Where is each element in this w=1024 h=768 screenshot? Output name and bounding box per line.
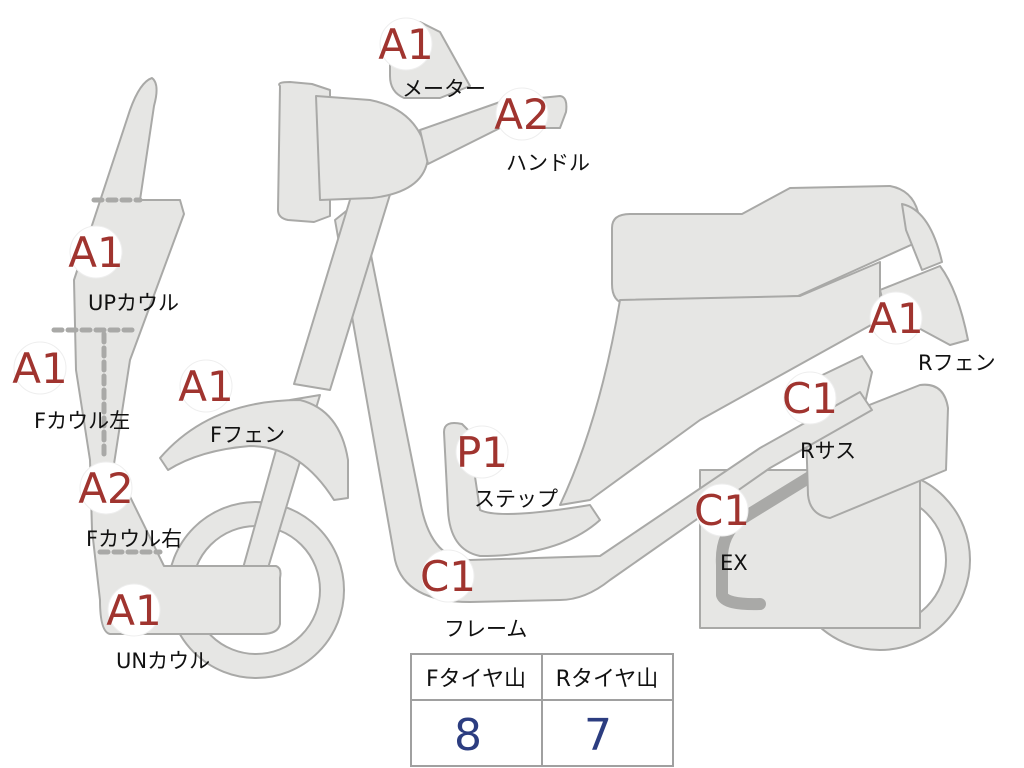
grade-code: A1	[106, 586, 161, 635]
part-label: Rサス	[800, 439, 856, 463]
grade-badge	[107, 583, 161, 637]
grade-badge	[869, 291, 923, 345]
part-step: P1 ステップ	[455, 425, 558, 511]
grade-badge	[13, 341, 67, 395]
grade-code: A1	[378, 20, 433, 69]
grade-code: C1	[694, 486, 750, 535]
part-handle: A2 ハンドル	[494, 87, 590, 175]
grade-badge	[79, 461, 133, 515]
part-up-cowl: A1 UPカウル	[68, 225, 179, 315]
part-label: ハンドル	[506, 151, 590, 175]
part-label: ステップ	[474, 487, 558, 511]
rear-tire-value: 7	[584, 710, 612, 761]
grade-badge	[455, 425, 509, 479]
part-label: メーター	[402, 77, 486, 101]
part-f-cowl-left: A1 Fカウル左	[12, 341, 130, 433]
grade-badge	[69, 225, 123, 279]
part-label: EX	[720, 551, 748, 575]
tail-light	[901, 203, 943, 271]
grade-code: A1	[868, 294, 923, 343]
grade-badge	[783, 371, 837, 425]
grade-code: P1	[456, 428, 508, 477]
grade-badge	[179, 359, 233, 413]
grade-code: A1	[12, 344, 67, 393]
part-r-fender: A1 Rフェン	[868, 291, 996, 375]
part-f-cowl-right: A2 Fカウル右	[78, 461, 182, 551]
part-r-suspension: C1 Rサス	[782, 371, 856, 463]
seat	[611, 185, 923, 305]
grade-code: A1	[68, 228, 123, 277]
grade-badge	[695, 483, 749, 537]
grade-code: A2	[78, 464, 133, 513]
part-label: Rフェン	[918, 351, 996, 375]
handle-cover	[315, 95, 429, 201]
grade-code: C1	[782, 374, 838, 423]
part-frame: C1 フレーム	[420, 549, 527, 641]
part-un-cowl: A1 UNカウル	[106, 583, 210, 673]
part-meter: A1 メーター	[378, 17, 486, 101]
rear-tire-header: Rタイヤ山	[556, 667, 659, 692]
part-exhaust: C1 EX	[694, 483, 750, 575]
part-f-fender: A1 Fフェン	[178, 359, 285, 447]
grade-code: C1	[420, 552, 476, 601]
part-label: Fカウル左	[34, 409, 130, 433]
part-label: フレーム	[444, 617, 527, 641]
rear-body	[559, 261, 881, 506]
front-fender	[159, 399, 349, 501]
rear-fender	[879, 265, 969, 346]
front-tire-value: 8	[454, 710, 482, 761]
grade-badge	[379, 17, 433, 71]
grade-badge	[495, 87, 549, 141]
part-label: UNカウル	[116, 649, 210, 673]
front-tire-header: Fタイヤ山	[426, 667, 526, 692]
grade-code: A2	[494, 90, 549, 139]
part-markers: A1 メーター A2 ハンドル A1 UPカウル A1 Fカウル左 A2 Fカウ…	[12, 17, 996, 673]
part-label: Fカウル右	[86, 527, 182, 551]
frame	[334, 199, 873, 603]
part-label: Fフェン	[210, 423, 285, 447]
step-floor	[443, 422, 601, 557]
grade-code: A1	[178, 362, 233, 411]
grade-badge	[421, 549, 475, 603]
tire-tread-table: Fタイヤ山 Rタイヤ山 8 7	[410, 653, 674, 767]
part-label: UPカウル	[88, 291, 179, 315]
